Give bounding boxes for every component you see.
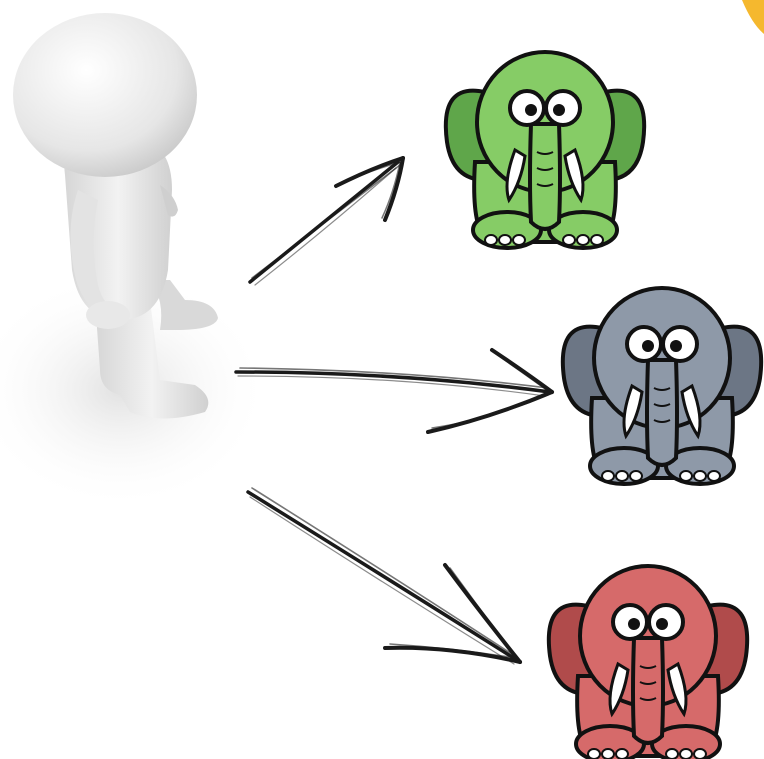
arrow-to-gray-elephant (236, 350, 552, 432)
white-3d-figure (0, 13, 270, 510)
green-elephant-icon (446, 52, 644, 248)
arrow-to-green-elephant (250, 158, 403, 285)
red-elephant-icon (549, 566, 747, 759)
gray-elephant-icon (563, 288, 761, 484)
orange-corner-shape (742, 0, 764, 34)
arrow-to-red-elephant (248, 488, 520, 664)
